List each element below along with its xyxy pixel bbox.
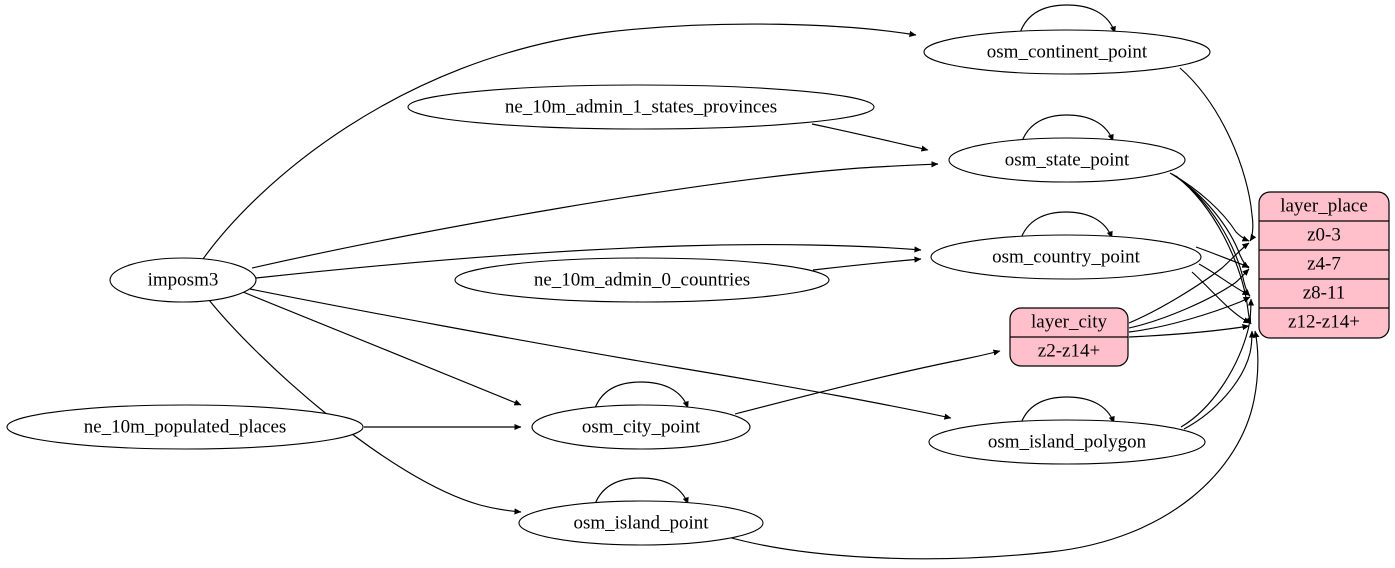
edge-osm-country-point-to-layer-place-z12 xyxy=(1191,271,1251,324)
node-osm-city-point[interactable]: osm_city_point xyxy=(531,404,751,450)
node-osm-state-point[interactable]: osm_state_point xyxy=(948,137,1186,183)
edge-osm-island-polygon-to-layer-place-z12 xyxy=(1183,330,1256,430)
node-osm-island-polygon[interactable]: osm_island_polygon xyxy=(928,419,1206,465)
selfloop-osm-island-point xyxy=(593,477,689,508)
node-layer-place[interactable]: layer_place z0-3 z4-7 z8-11 z12-z14+ xyxy=(1258,191,1390,339)
edge-ne-countries-to-osm-country-point xyxy=(812,256,922,271)
selfloop-osm-country-point xyxy=(1019,211,1113,242)
node-ne-10m-admin-1-states-provinces[interactable]: ne_10m_admin_1_states_provinces xyxy=(407,84,875,130)
edge-imposm3-to-osm-island-polygon xyxy=(249,288,952,420)
edge-imposm3-to-osm-state-point xyxy=(251,161,939,269)
selfloop-osm-continent-point xyxy=(1018,4,1116,37)
edge-imposm3-to-osm-island-point xyxy=(208,299,522,515)
node-ne-10m-admin-0-countries[interactable]: ne_10m_admin_0_countries xyxy=(454,257,830,303)
edge-ne-states-to-osm-state-point xyxy=(811,123,929,152)
edge-layer-city-to-layer-place-z0 xyxy=(1128,242,1250,324)
edge-osm-continent-point-to-layer-place-z0 xyxy=(1179,67,1257,242)
edge-osm-country-point-to-layer-place-z4 xyxy=(1195,246,1250,268)
node-osm-continent-point[interactable]: osm_continent_point xyxy=(923,29,1211,75)
node-ne-10m-populated-places[interactable]: ne_10m_populated_places xyxy=(6,404,364,450)
node-layer-city[interactable]: layer_city z2-z14+ xyxy=(1009,307,1129,367)
edge-osm-city-point-to-layer-city-z2 xyxy=(734,349,1001,415)
edge-imposm3-to-osm-country-point xyxy=(255,244,922,279)
edge-osm-island-polygon-to-layer-place-z8 xyxy=(1180,298,1255,428)
edge-layer-city-to-layer-place-z4 xyxy=(1128,268,1250,329)
selfloop-osm-island-polygon xyxy=(1019,396,1115,427)
edge-osm-island-point-to-layer-place-z12 xyxy=(727,330,1260,560)
selfloop-osm-state-point xyxy=(1020,114,1114,145)
edge-osm-country-point-to-layer-place-z8 xyxy=(1198,263,1250,296)
node-imposm3[interactable]: imposm3 xyxy=(109,257,257,303)
edge-layer-city-to-layer-place-z12 xyxy=(1128,324,1250,338)
node-osm-country-point[interactable]: osm_country_point xyxy=(930,234,1202,280)
edge-osm-state-point-to-layer-place-z0 xyxy=(1169,172,1250,242)
selfloop-osm-city-point xyxy=(593,381,689,412)
node-osm-island-point[interactable]: osm_island_point xyxy=(518,500,764,546)
node-layer: imposm3 ne_10m_admin_1_states_provinces … xyxy=(6,29,1390,546)
edge-layer xyxy=(202,4,1260,560)
edge-imposm3-to-osm-city-point xyxy=(242,291,522,406)
edge-layer-city-to-layer-place-z8 xyxy=(1128,296,1251,333)
edge-imposm3-to-osm-continent-point xyxy=(202,23,917,260)
edge-osm-state-point-to-layer-place-z8 xyxy=(1173,174,1251,297)
